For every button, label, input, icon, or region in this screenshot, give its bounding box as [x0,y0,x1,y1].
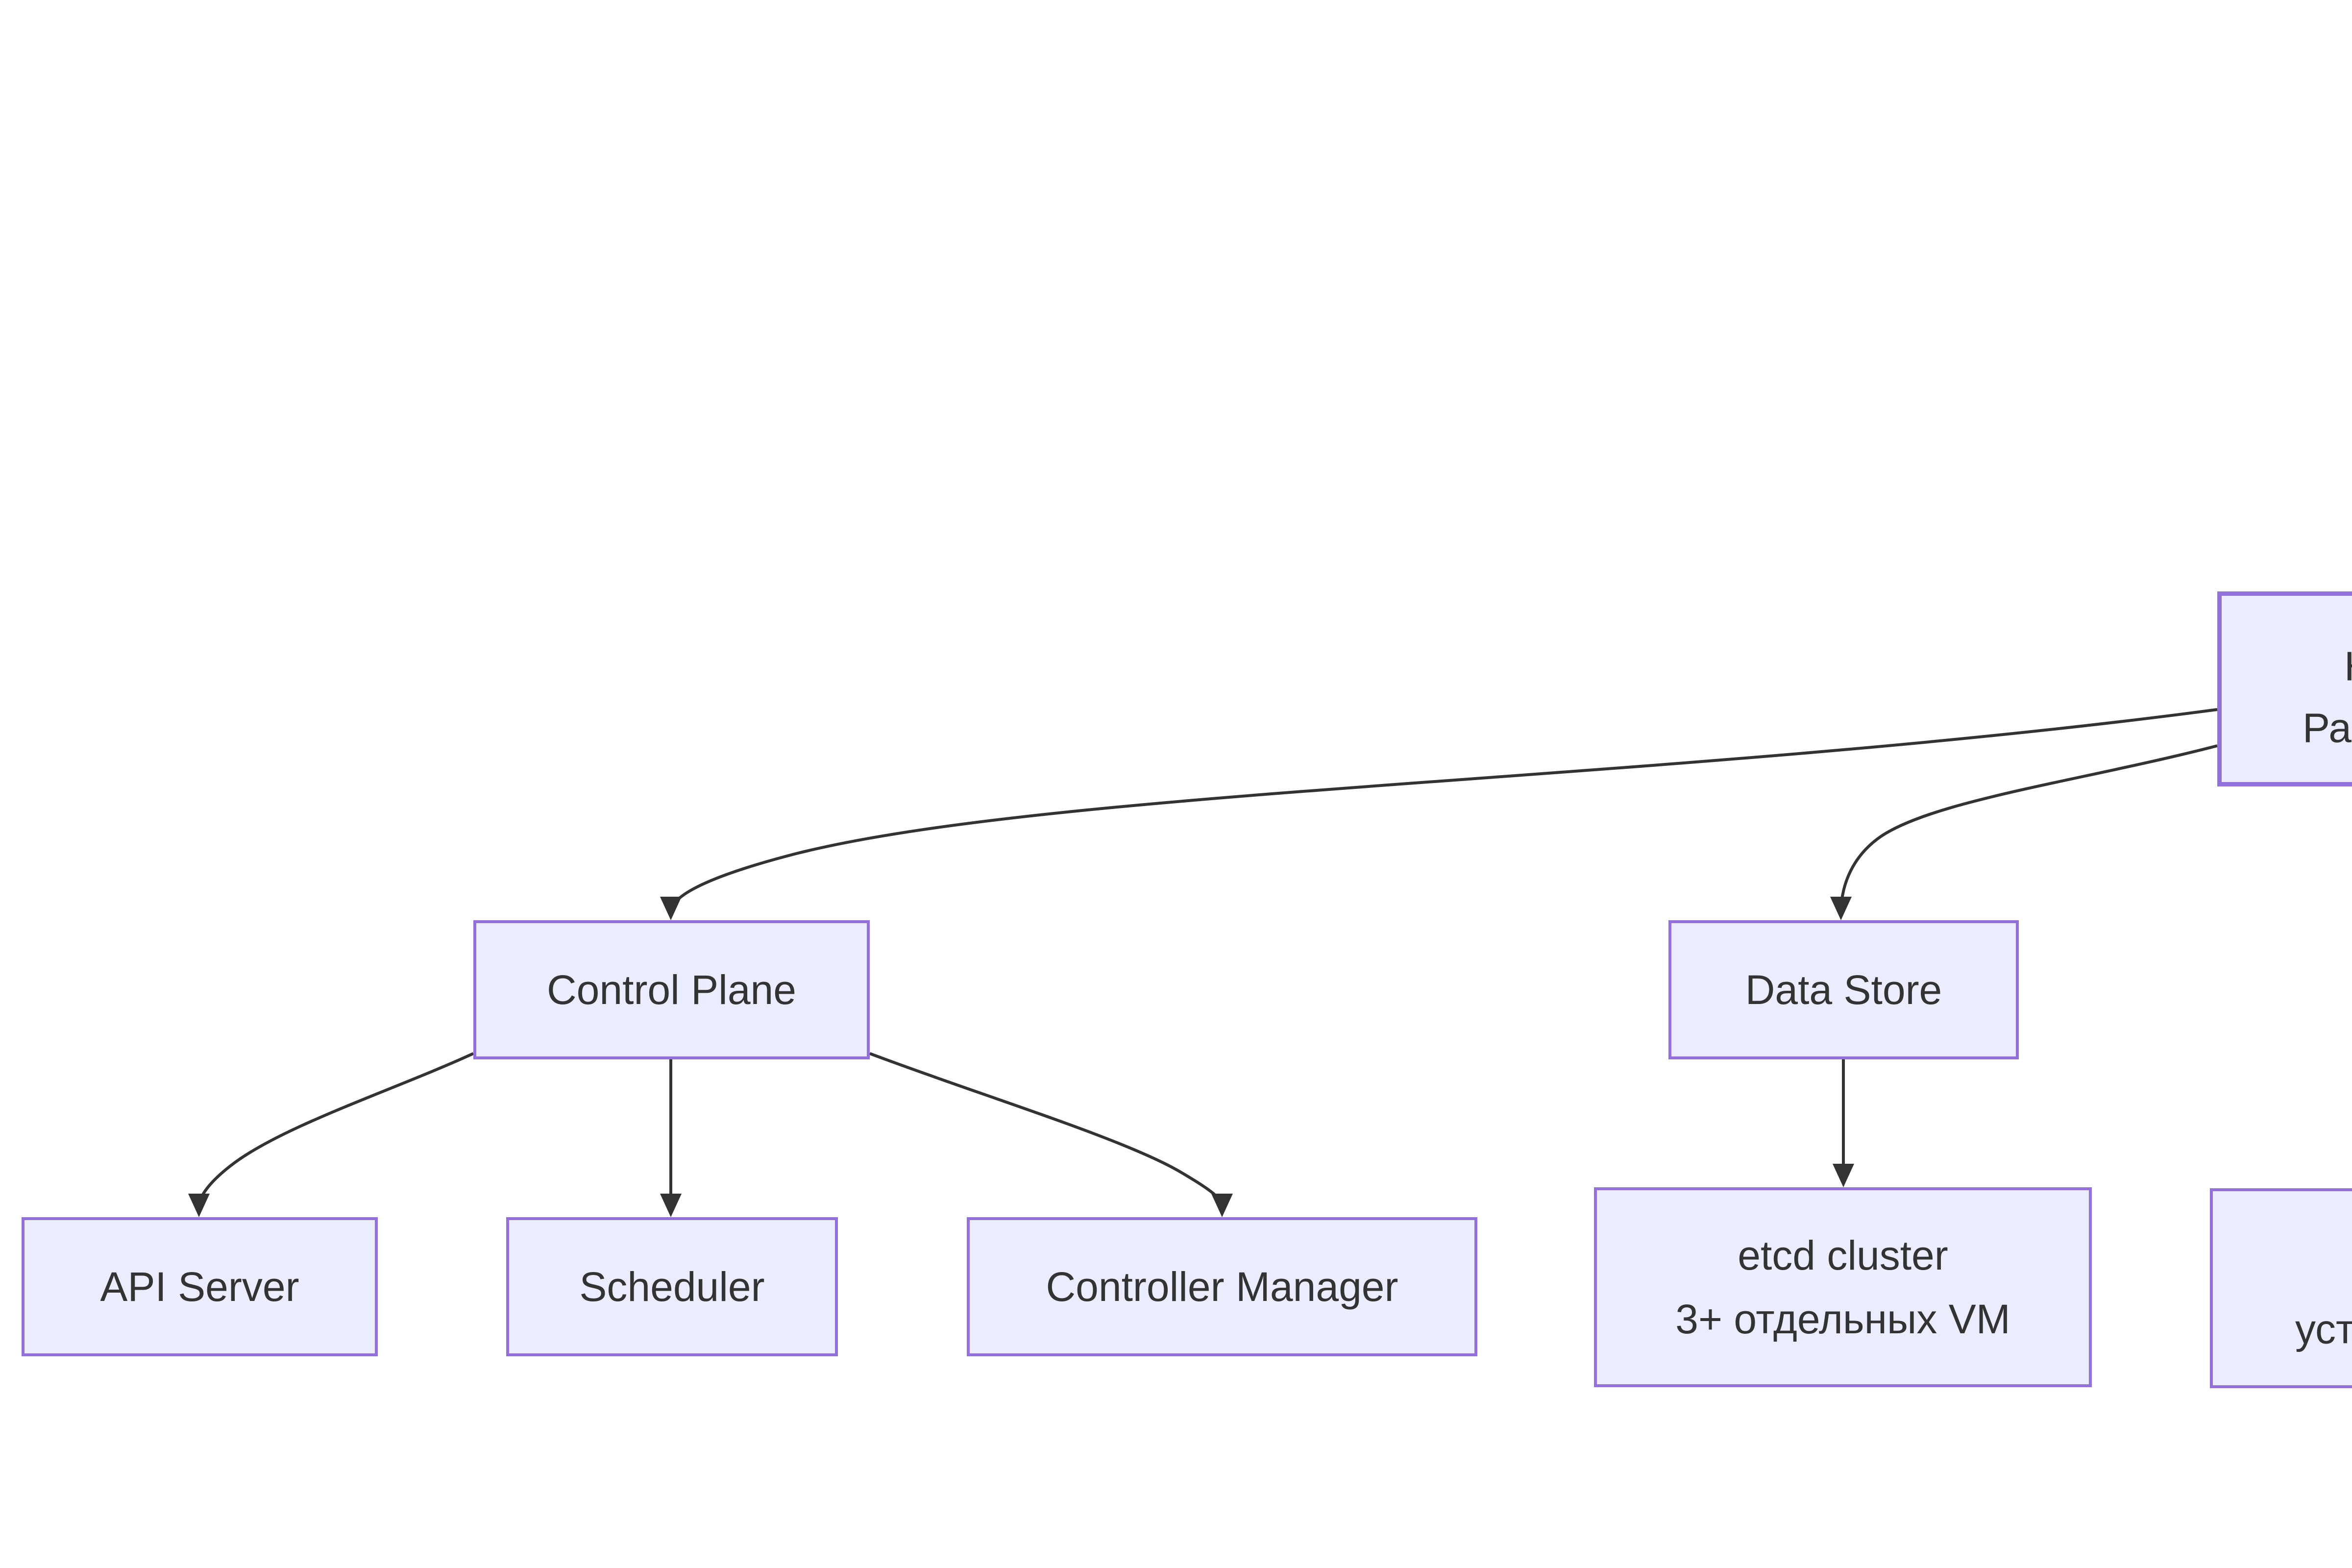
node-etcd-cluster: etcd cluster 3+ отдельных VM [1594,1187,2092,1387]
edge-root-to-data-store [1839,744,2218,911]
node-controller-manager: Controller Manager [967,1217,1477,1356]
node-control-plane: Control Plane [473,920,870,1059]
arrowhead-root-to-control-plane [660,897,682,920]
edge-control-plane-to-api-server [197,1052,474,1206]
node-bottom-right-clipped: уста [2210,1188,2352,1388]
node-root-label-line2: Раз [2303,705,2352,751]
node-controller-manager-label: Controller Manager [1046,1264,1398,1310]
node-etcd-cluster-label-line1: etcd cluster [1738,1232,1948,1278]
node-data-store: Data Store [1668,920,2019,1059]
node-bottom-right-label-line2: уста [2295,1306,2352,1352]
edge-control-plane-to-controller-manager [869,1052,1224,1206]
arrowhead-data-store-to-etcd [1833,1164,1854,1187]
node-etcd-cluster-label-line2: 3+ отдельных VM [1675,1296,2010,1342]
node-root-clipped: К Раз [2217,591,2352,786]
arrowhead-control-plane-to-api-server [188,1194,210,1217]
node-root-label-line1: К [2344,643,2352,690]
node-api-server-label: API Server [100,1264,299,1310]
arrowhead-control-plane-to-controller-manager [1211,1194,1233,1217]
arrowhead-root-to-data-store [1830,897,1852,920]
node-control-plane-label: Control Plane [547,967,796,1013]
node-data-store-label: Data Store [1745,967,1942,1013]
arrowhead-control-plane-to-scheduler [660,1194,682,1217]
edge-root-to-control-plane [670,708,2218,911]
node-api-server: API Server [22,1217,378,1356]
node-scheduler: Scheduler [506,1217,838,1356]
node-scheduler-label: Scheduler [579,1264,765,1310]
